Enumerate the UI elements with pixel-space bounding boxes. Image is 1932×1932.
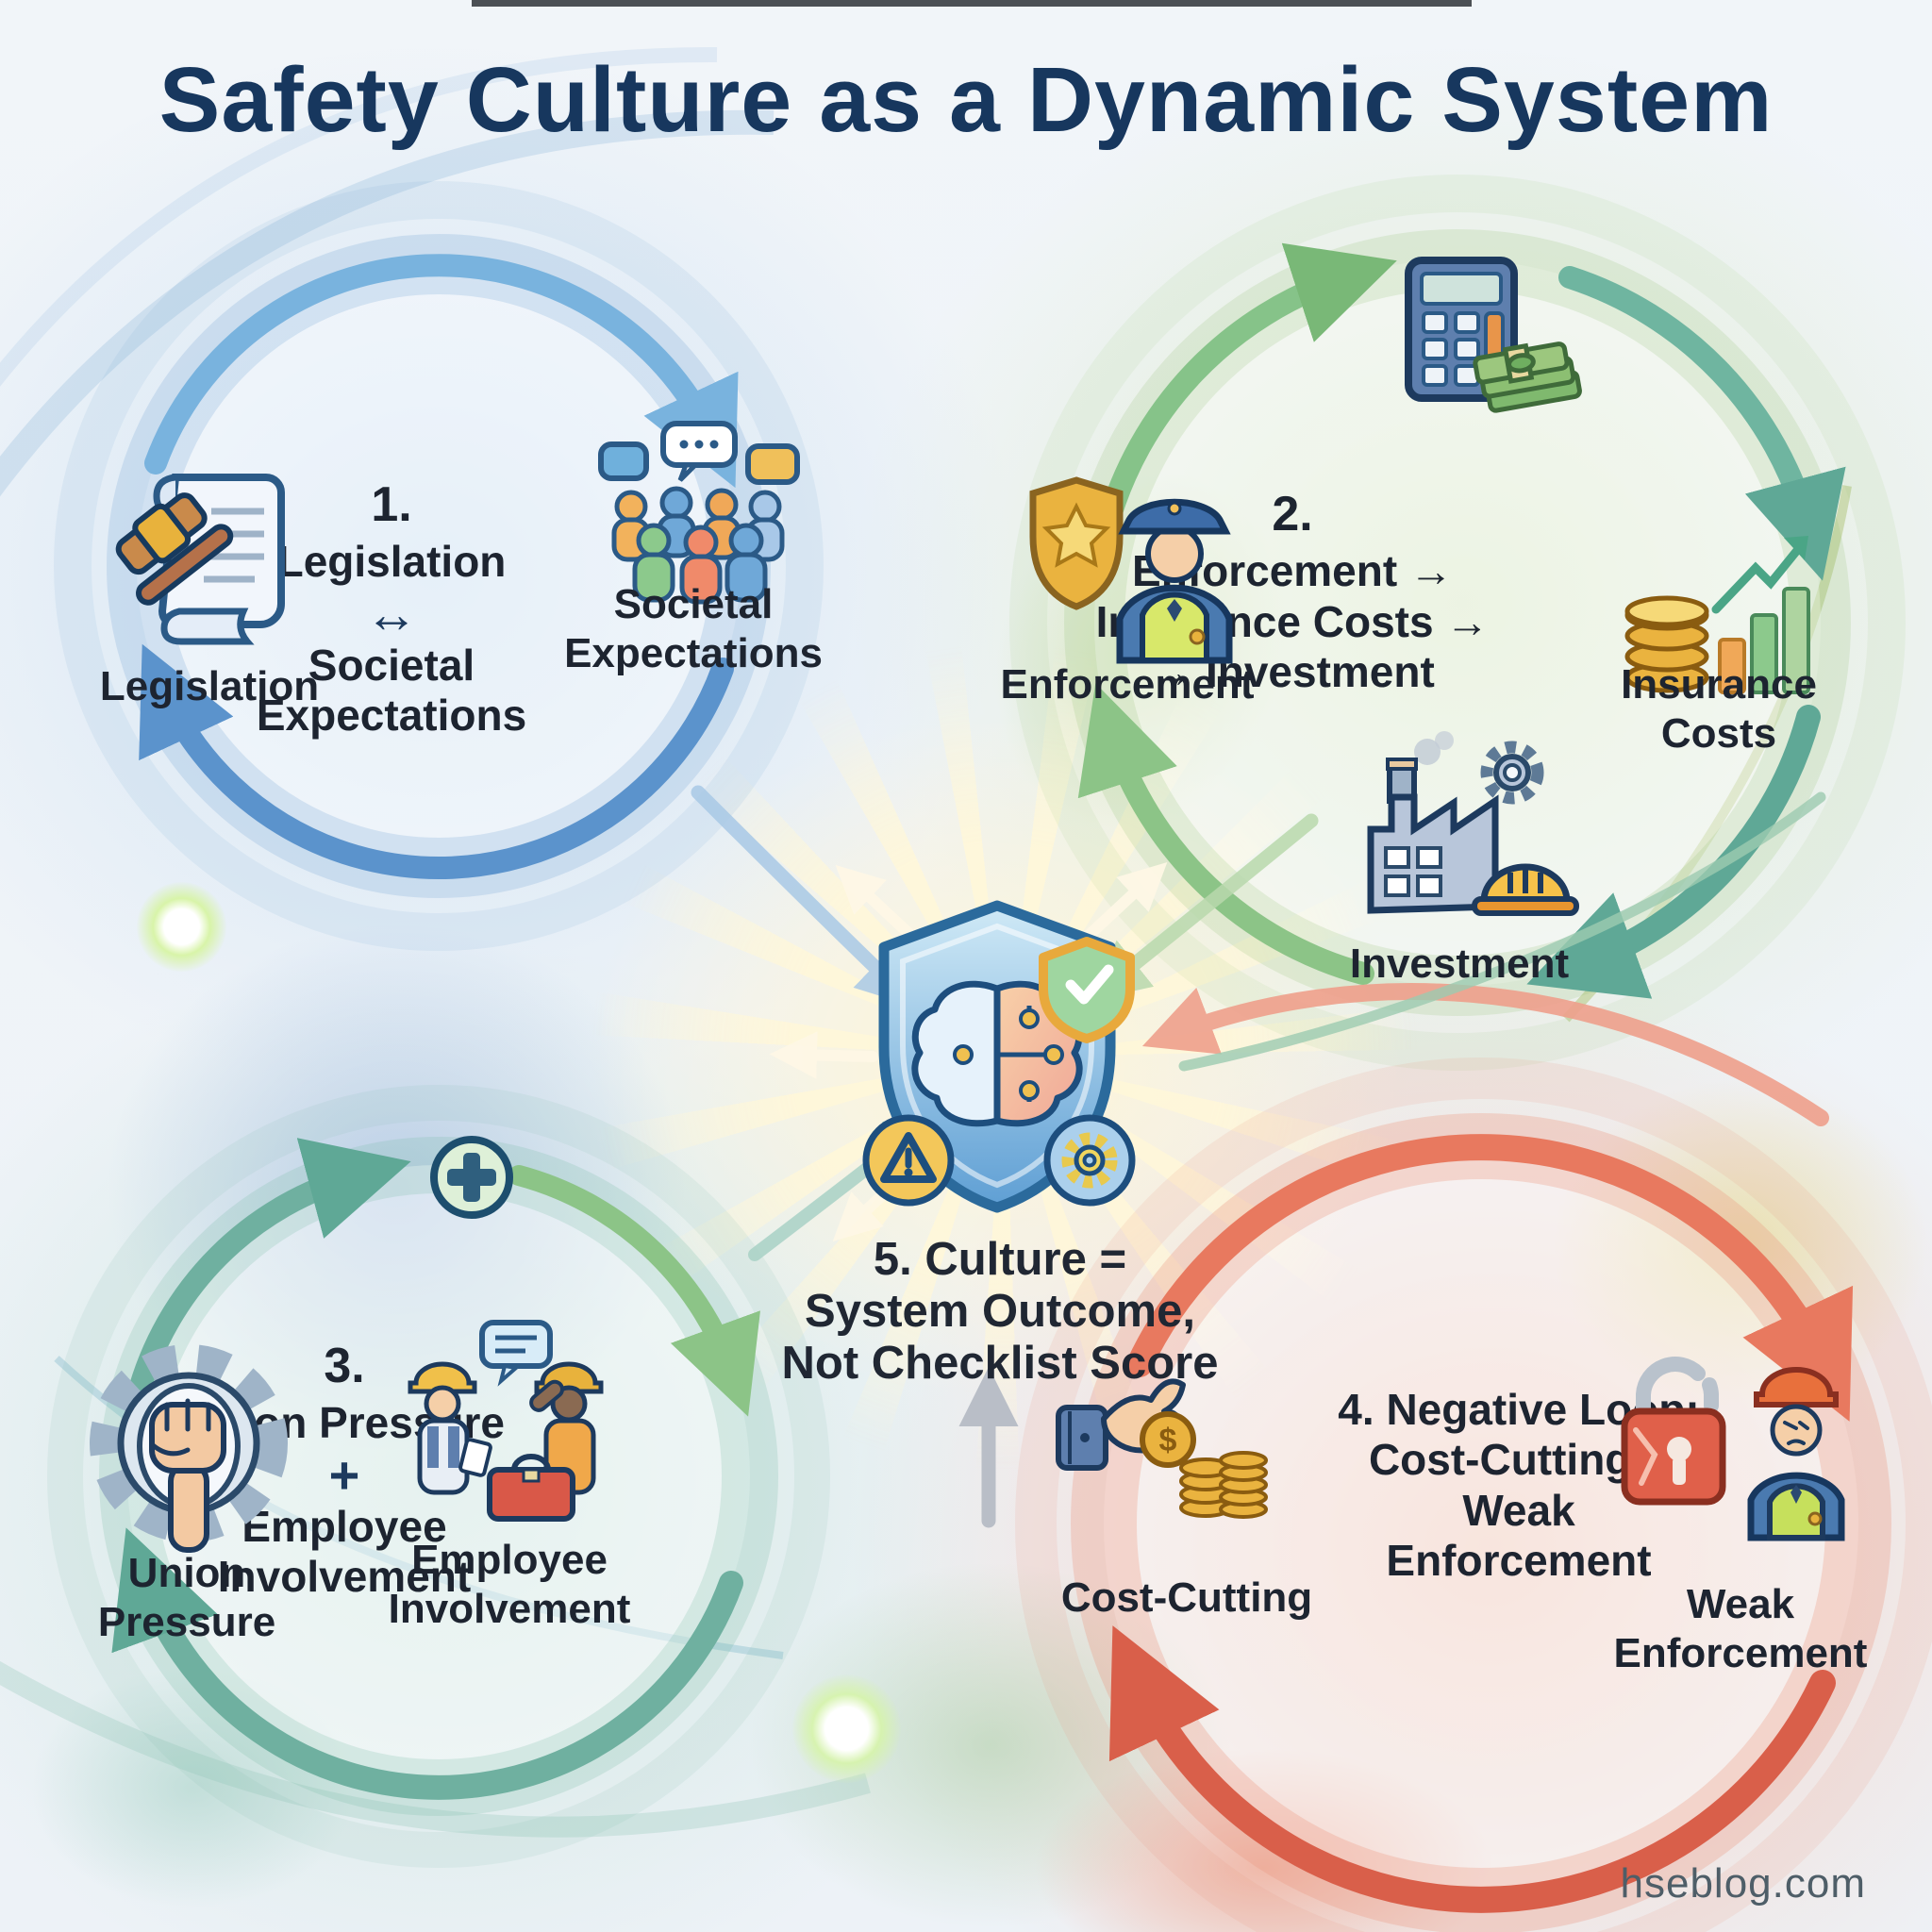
loop3-right-label: Employee Involvement — [388, 1537, 631, 1632]
loop4-right-label: Weak Enforcement — [1613, 1581, 1868, 1676]
flow-teal-crossing — [1178, 791, 1826, 1072]
hand-coin-icon: $ — [1056, 1378, 1268, 1519]
loop4-left-label: Cost-Cutting — [1060, 1574, 1313, 1621]
loop1-number: 1. — [371, 477, 412, 532]
loop4-arc-top — [1126, 1134, 1853, 1422]
loop2-right-label: Insurance Costs — [1621, 661, 1817, 757]
loop2-arc-left-top — [1095, 242, 1397, 540]
loop1-right-label: Societal Expectations — [564, 581, 823, 676]
ray-arrow-w — [769, 1031, 878, 1079]
gavel-scroll-icon — [115, 474, 285, 645]
svg-text:$: $ — [1159, 1423, 1177, 1458]
double-arrow-icon: ↔ — [365, 583, 418, 643]
plus-circle-icon — [430, 1136, 513, 1219]
flow-loop1-to-center — [691, 785, 917, 1008]
loop2-wash-outer — [1009, 175, 1906, 1071]
loop4-arc-bottom — [1109, 1625, 1836, 1913]
loop3-left-label: Union Pressure — [97, 1550, 276, 1645]
loop1-arc-top — [144, 254, 739, 489]
center-heading: 5. Culture = System Outcome, Not Checkli… — [781, 1234, 1219, 1389]
loop1-arc-bottom — [139, 643, 734, 879]
flow-loop4-to-center — [1141, 983, 1829, 1126]
loop2-bottom-label: Investment — [1349, 941, 1570, 987]
check-shield-icon — [1039, 937, 1135, 1043]
ray-arrow-ne — [1074, 862, 1168, 949]
loop1-wash-outer — [54, 181, 824, 951]
swoosh-bottom-left — [0, 1660, 871, 1838]
loop3-arc-bottom — [111, 1527, 743, 1800]
loop3-number: 3. — [324, 1339, 365, 1393]
workers-toolbox-icon — [408, 1320, 604, 1522]
flow-loop2-to-center — [1089, 813, 1319, 1001]
swoosh-top-left-2 — [0, 46, 718, 388]
broken-lock-worker-icon — [1621, 1357, 1845, 1541]
loop2-arc-right-bottom — [1526, 705, 1821, 999]
warning-triangle-icon — [862, 1114, 955, 1207]
plus-symbol: + — [328, 1444, 360, 1505]
calculator-money-icon — [1405, 257, 1582, 413]
gear-circle-icon — [1043, 1114, 1136, 1207]
loop2-number: 2. — [1272, 487, 1313, 541]
page-title: Safety Culture as a Dynamic System — [158, 48, 1774, 151]
loop1-left-label: Legislation — [99, 663, 320, 709]
loop3-arc-top-right — [508, 1165, 760, 1417]
loop3-wash-outer — [47, 1085, 830, 1868]
watermark: hseblog.com — [1620, 1860, 1866, 1907]
crowd-speech-icon — [598, 421, 800, 605]
coins-chart-icon — [1624, 536, 1810, 694]
loop4-heading: 4. Negative Loop: Cost-Cutting + Weak En… — [1338, 1385, 1700, 1586]
factory-gear-helmet-icon — [1367, 731, 1579, 916]
loop2-arc-bottom-left — [1077, 683, 1374, 985]
top-edge-line — [472, 0, 1472, 7]
brain-shield-icon — [862, 900, 1136, 1213]
loop1-heading: 1. Legislation ↔ Societal Expectations — [203, 476, 580, 741]
swoosh-top-left — [0, 109, 774, 497]
gear-fist-icon — [90, 1344, 288, 1553]
loop2-arc-top-right — [1558, 266, 1846, 581]
loop2-left-label: Enforcement — [1000, 661, 1255, 708]
loop4-wash-outer — [1015, 1058, 1932, 1932]
badge-officer-icon — [1029, 476, 1233, 664]
